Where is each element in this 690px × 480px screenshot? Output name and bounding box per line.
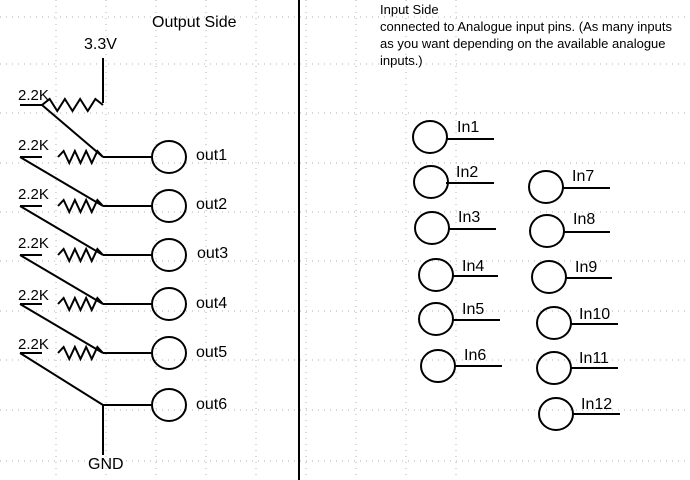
input-side-description: connected to Analogue input pins. (As ma…: [380, 19, 672, 68]
output-terminal-6: [151, 388, 187, 422]
input-label-8: In8: [573, 211, 596, 228]
input-label-12: In12: [581, 396, 613, 413]
resistor-6: [57, 344, 104, 362]
ground-label: GND: [88, 456, 124, 473]
input-label-1: In1: [457, 119, 480, 136]
resistor-5: [57, 295, 104, 313]
ladder-wire-1: [41, 104, 104, 158]
input-terminal-12: [538, 397, 574, 431]
ladder-wire-4: [19, 254, 104, 305]
input-label-2: In2: [456, 164, 479, 181]
output-terminal-4: [151, 287, 187, 321]
output-label-5: out5: [196, 344, 228, 361]
ladder-wire-5: [19, 303, 104, 354]
input-terminal-2: [413, 165, 449, 199]
input-label-9: In9: [575, 259, 598, 276]
resistor-2: [57, 148, 104, 166]
input-label-5: In5: [462, 301, 485, 318]
input-terminal-7: [528, 170, 564, 204]
input-label-6: In6: [464, 347, 487, 364]
resistor-1: [41, 97, 104, 113]
output-terminal-2: [151, 189, 187, 223]
ladder-wire-3: [19, 205, 104, 256]
supply-voltage-label: 3.3V: [84, 36, 117, 53]
resistor-value-1: 2.2K: [18, 87, 49, 104]
output-terminal-5: [151, 336, 187, 370]
ladder-wire-2: [19, 156, 104, 207]
input-terminal-4: [418, 258, 454, 292]
ladder-wire-6: [19, 352, 104, 406]
input-label-10: In10: [579, 306, 611, 323]
input-terminal-5: [418, 302, 454, 336]
input-label-4: In4: [462, 258, 485, 275]
output-side-title: Output Side: [152, 14, 237, 31]
input-terminal-10: [536, 306, 572, 340]
resistor-value-6: 2.2K: [18, 336, 49, 353]
output-terminal-1: [151, 140, 187, 174]
input-side-title: Input Side: [380, 2, 439, 17]
output-label-1: out1: [196, 147, 228, 164]
input-terminal-1: [412, 120, 448, 154]
resistor-value-4: 2.2K: [18, 235, 49, 252]
input-terminal-8: [529, 214, 565, 248]
resistor-3: [57, 197, 104, 215]
input-label-3: In3: [458, 209, 481, 226]
output-label-2: out2: [196, 196, 228, 213]
input-terminal-9: [531, 260, 567, 294]
input-terminal-6: [420, 349, 456, 383]
input-label-7: In7: [572, 168, 595, 185]
output-label-4: out4: [196, 295, 228, 312]
resistor-value-5: 2.2K: [18, 287, 49, 304]
output-terminal-3: [151, 238, 187, 272]
output-label-3: out3: [197, 245, 229, 262]
output-label-6: out6: [196, 396, 228, 413]
resistor-4: [57, 246, 104, 264]
resistor-value-2: 2.2K: [18, 137, 49, 154]
input-label-11: In11: [579, 350, 609, 367]
resistor-value-3: 2.2K: [18, 186, 49, 203]
input-terminal-3: [414, 211, 450, 245]
input-terminal-11: [536, 351, 572, 385]
